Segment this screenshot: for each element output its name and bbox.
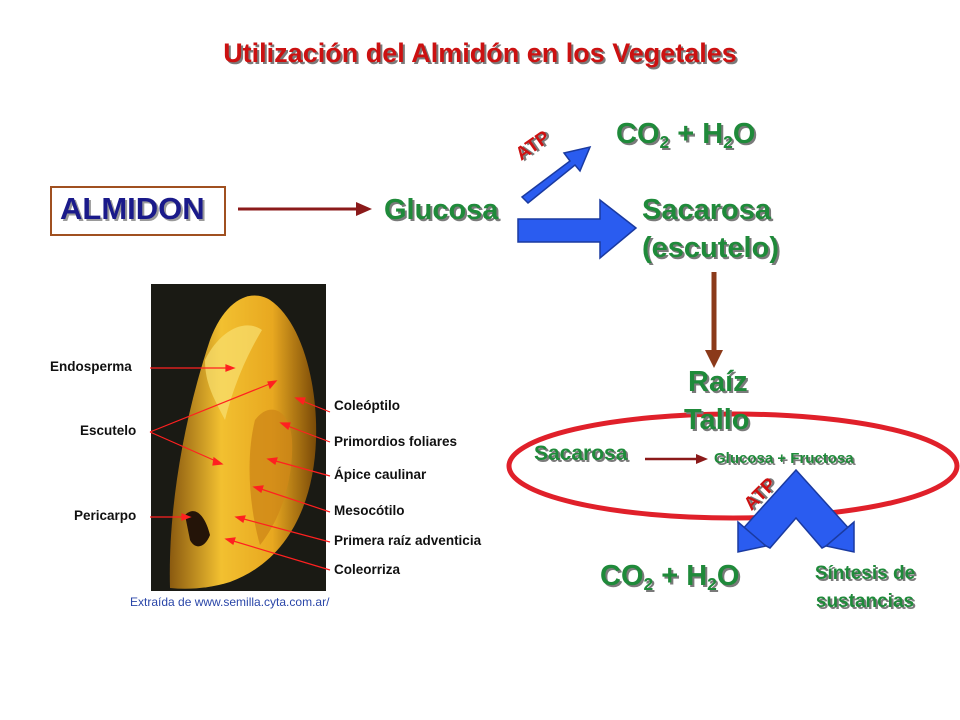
glucosa-to-co2-arrow [520, 145, 592, 205]
seed-image [151, 284, 326, 591]
seed-label-apice: Ápice caulinar [334, 467, 427, 482]
sacarosa-label: Sacarosa [642, 194, 771, 226]
seed-label-escutelo: Escutelo [80, 423, 137, 438]
almidon-box [50, 186, 226, 236]
sintesis-label: Síntesis de sustancias [814, 563, 916, 612]
seed-label-primera-raiz: Primera raíz adventicia [334, 533, 482, 548]
seed-label-primordios: Primordios foliares [334, 434, 458, 449]
glucosa-fructosa-label: Glucosa + Fructosa [714, 450, 854, 467]
almidon-to-glucosa-arrow [238, 202, 372, 216]
sacarosa-to-raiz-arrow [705, 272, 723, 368]
seed-annotation-lines [149, 364, 331, 571]
seed-label-pericarpo: Pericarpo [74, 508, 137, 523]
seed-label-mesocotilo: Mesocótilo [334, 503, 405, 518]
sacarosa-to-glucosa-fructosa-arrow [645, 454, 708, 464]
page-title: Utilización del Almidón en los Vegetales [223, 38, 737, 68]
seed-label-endosperma: Endosperma [50, 359, 132, 374]
raiz-label: Raíz [688, 366, 748, 398]
seed-label-coleorriza: Coleorriza [334, 562, 401, 577]
image-credit: Extraída de www.semilla.cyta.com.ar/ [130, 595, 330, 609]
almidon-label: ALMIDON [60, 191, 205, 226]
seed-label-coleoptilo: Coleóptilo [334, 398, 400, 413]
glucosa-to-sacarosa-arrow [517, 198, 638, 260]
co2-h2o-bottom: CO2 + H2O [600, 560, 740, 595]
glucosa-label: Glucosa [384, 194, 499, 226]
forked-arrow [737, 468, 855, 553]
sacarosa-small-label: Sacarosa [534, 442, 628, 465]
tallo-label: Tallo [684, 404, 750, 436]
co2-h2o-top: CO2 + H2O [616, 118, 756, 153]
highlight-ellipse [506, 411, 960, 521]
escutelo-label: (escutelo) [642, 232, 779, 264]
